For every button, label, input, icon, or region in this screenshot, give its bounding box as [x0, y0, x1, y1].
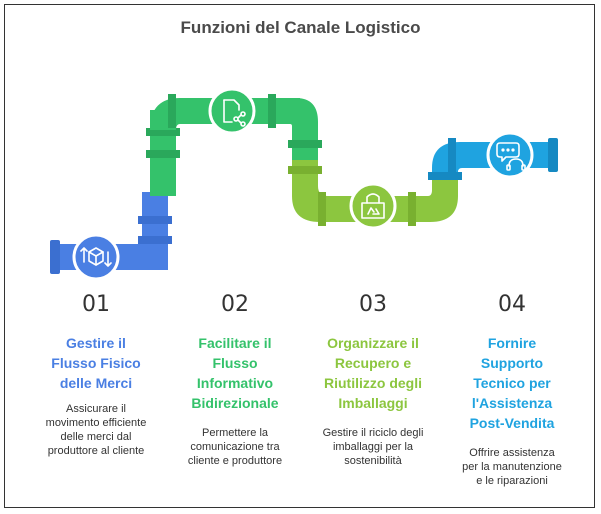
step-04-node — [486, 131, 534, 179]
support-chat-icon — [496, 142, 526, 171]
step-02-heading: Facilitare il Flusso Informativo Bidirez… — [191, 335, 279, 411]
step-04-number: 04 — [498, 292, 526, 317]
step-01-number: 01 — [82, 292, 110, 317]
step-03-description: Gestire il riciclo degli imballaggi per … — [322, 427, 424, 467]
step-03-number: 03 — [359, 292, 387, 317]
step-02-description: Permettere la comunicazione tra cliente … — [187, 427, 283, 467]
step-04-description: Offrire assistenza per la manutenzione e… — [462, 447, 562, 487]
diagram-title: Funzioni del Canale Logistico — [180, 18, 421, 37]
step-01-description: Assicurare il movimento efficiente delle… — [45, 403, 147, 457]
step-03-node — [349, 182, 397, 230]
recycle-box-icon — [361, 193, 385, 219]
step-01-heading: Gestire il Flusso Fisico delle Merci — [51, 335, 141, 391]
step-02-number: 02 — [221, 292, 249, 317]
step-03-heading: Organizzare il Recupero e Riutilizzo deg… — [324, 335, 422, 411]
box-transfer-icon — [80, 247, 112, 267]
document-share-icon — [223, 99, 246, 127]
step-01-node — [72, 233, 120, 281]
step-04-heading: Fornire Supporto Tecnico per l'Assistenz… — [469, 335, 555, 431]
step-02-node — [208, 87, 256, 135]
